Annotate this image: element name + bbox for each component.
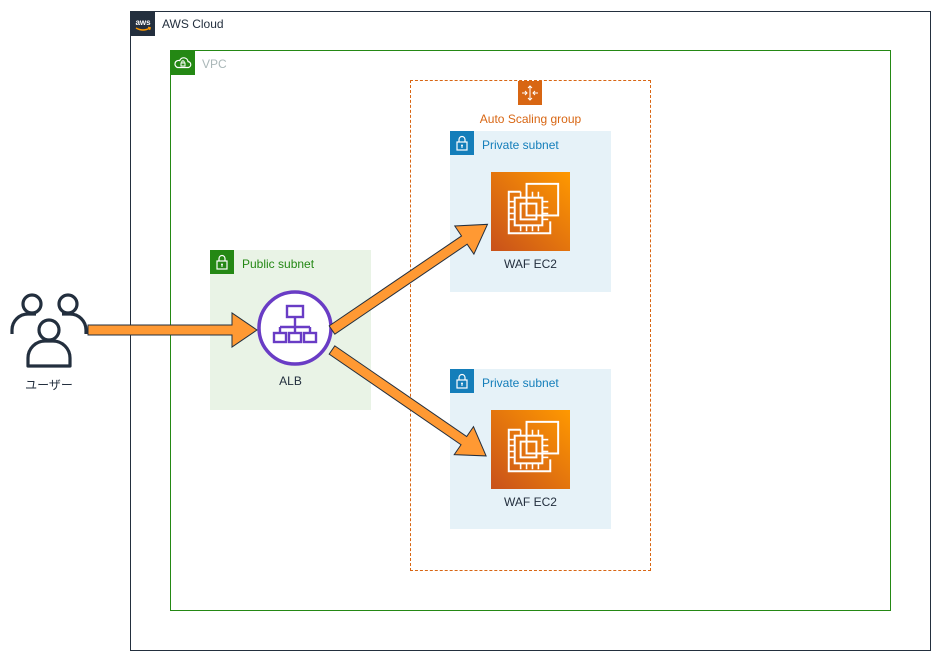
- aws-cloud-label: AWS Cloud: [162, 17, 224, 31]
- private-subnet-1: Private subnet WAF EC2: [450, 131, 611, 292]
- users-label: ユーザー: [25, 378, 73, 392]
- ec2-label: WAF EC2: [504, 495, 557, 509]
- lock-icon: [450, 131, 474, 155]
- private-subnet-label: Private subnet: [482, 138, 559, 152]
- ec2-instance-icon: [491, 410, 570, 489]
- private-subnet-label: Private subnet: [482, 376, 559, 390]
- lock-icon: [450, 369, 474, 393]
- ec2-instance-icon: [491, 172, 570, 251]
- public-subnet-label: Public subnet: [242, 257, 315, 271]
- vpc-label: VPC: [202, 57, 227, 71]
- load-balancer-icon: [257, 290, 333, 366]
- aws-logo-icon: aws: [131, 12, 155, 36]
- auto-scaling-group-label: Auto Scaling group: [479, 112, 582, 126]
- private-subnet-2: Private subnet WAF EC2: [450, 369, 611, 529]
- users-icon: [10, 293, 88, 368]
- alb-label: ALB: [279, 374, 302, 388]
- auto-scaling-icon: [518, 81, 542, 105]
- lock-icon: [210, 250, 234, 274]
- public-subnet: Public subnet ALB: [210, 250, 371, 410]
- svg-text:aws: aws: [135, 18, 151, 27]
- ec2-label: WAF EC2: [504, 257, 557, 271]
- cloud-lock-icon: [171, 51, 195, 75]
